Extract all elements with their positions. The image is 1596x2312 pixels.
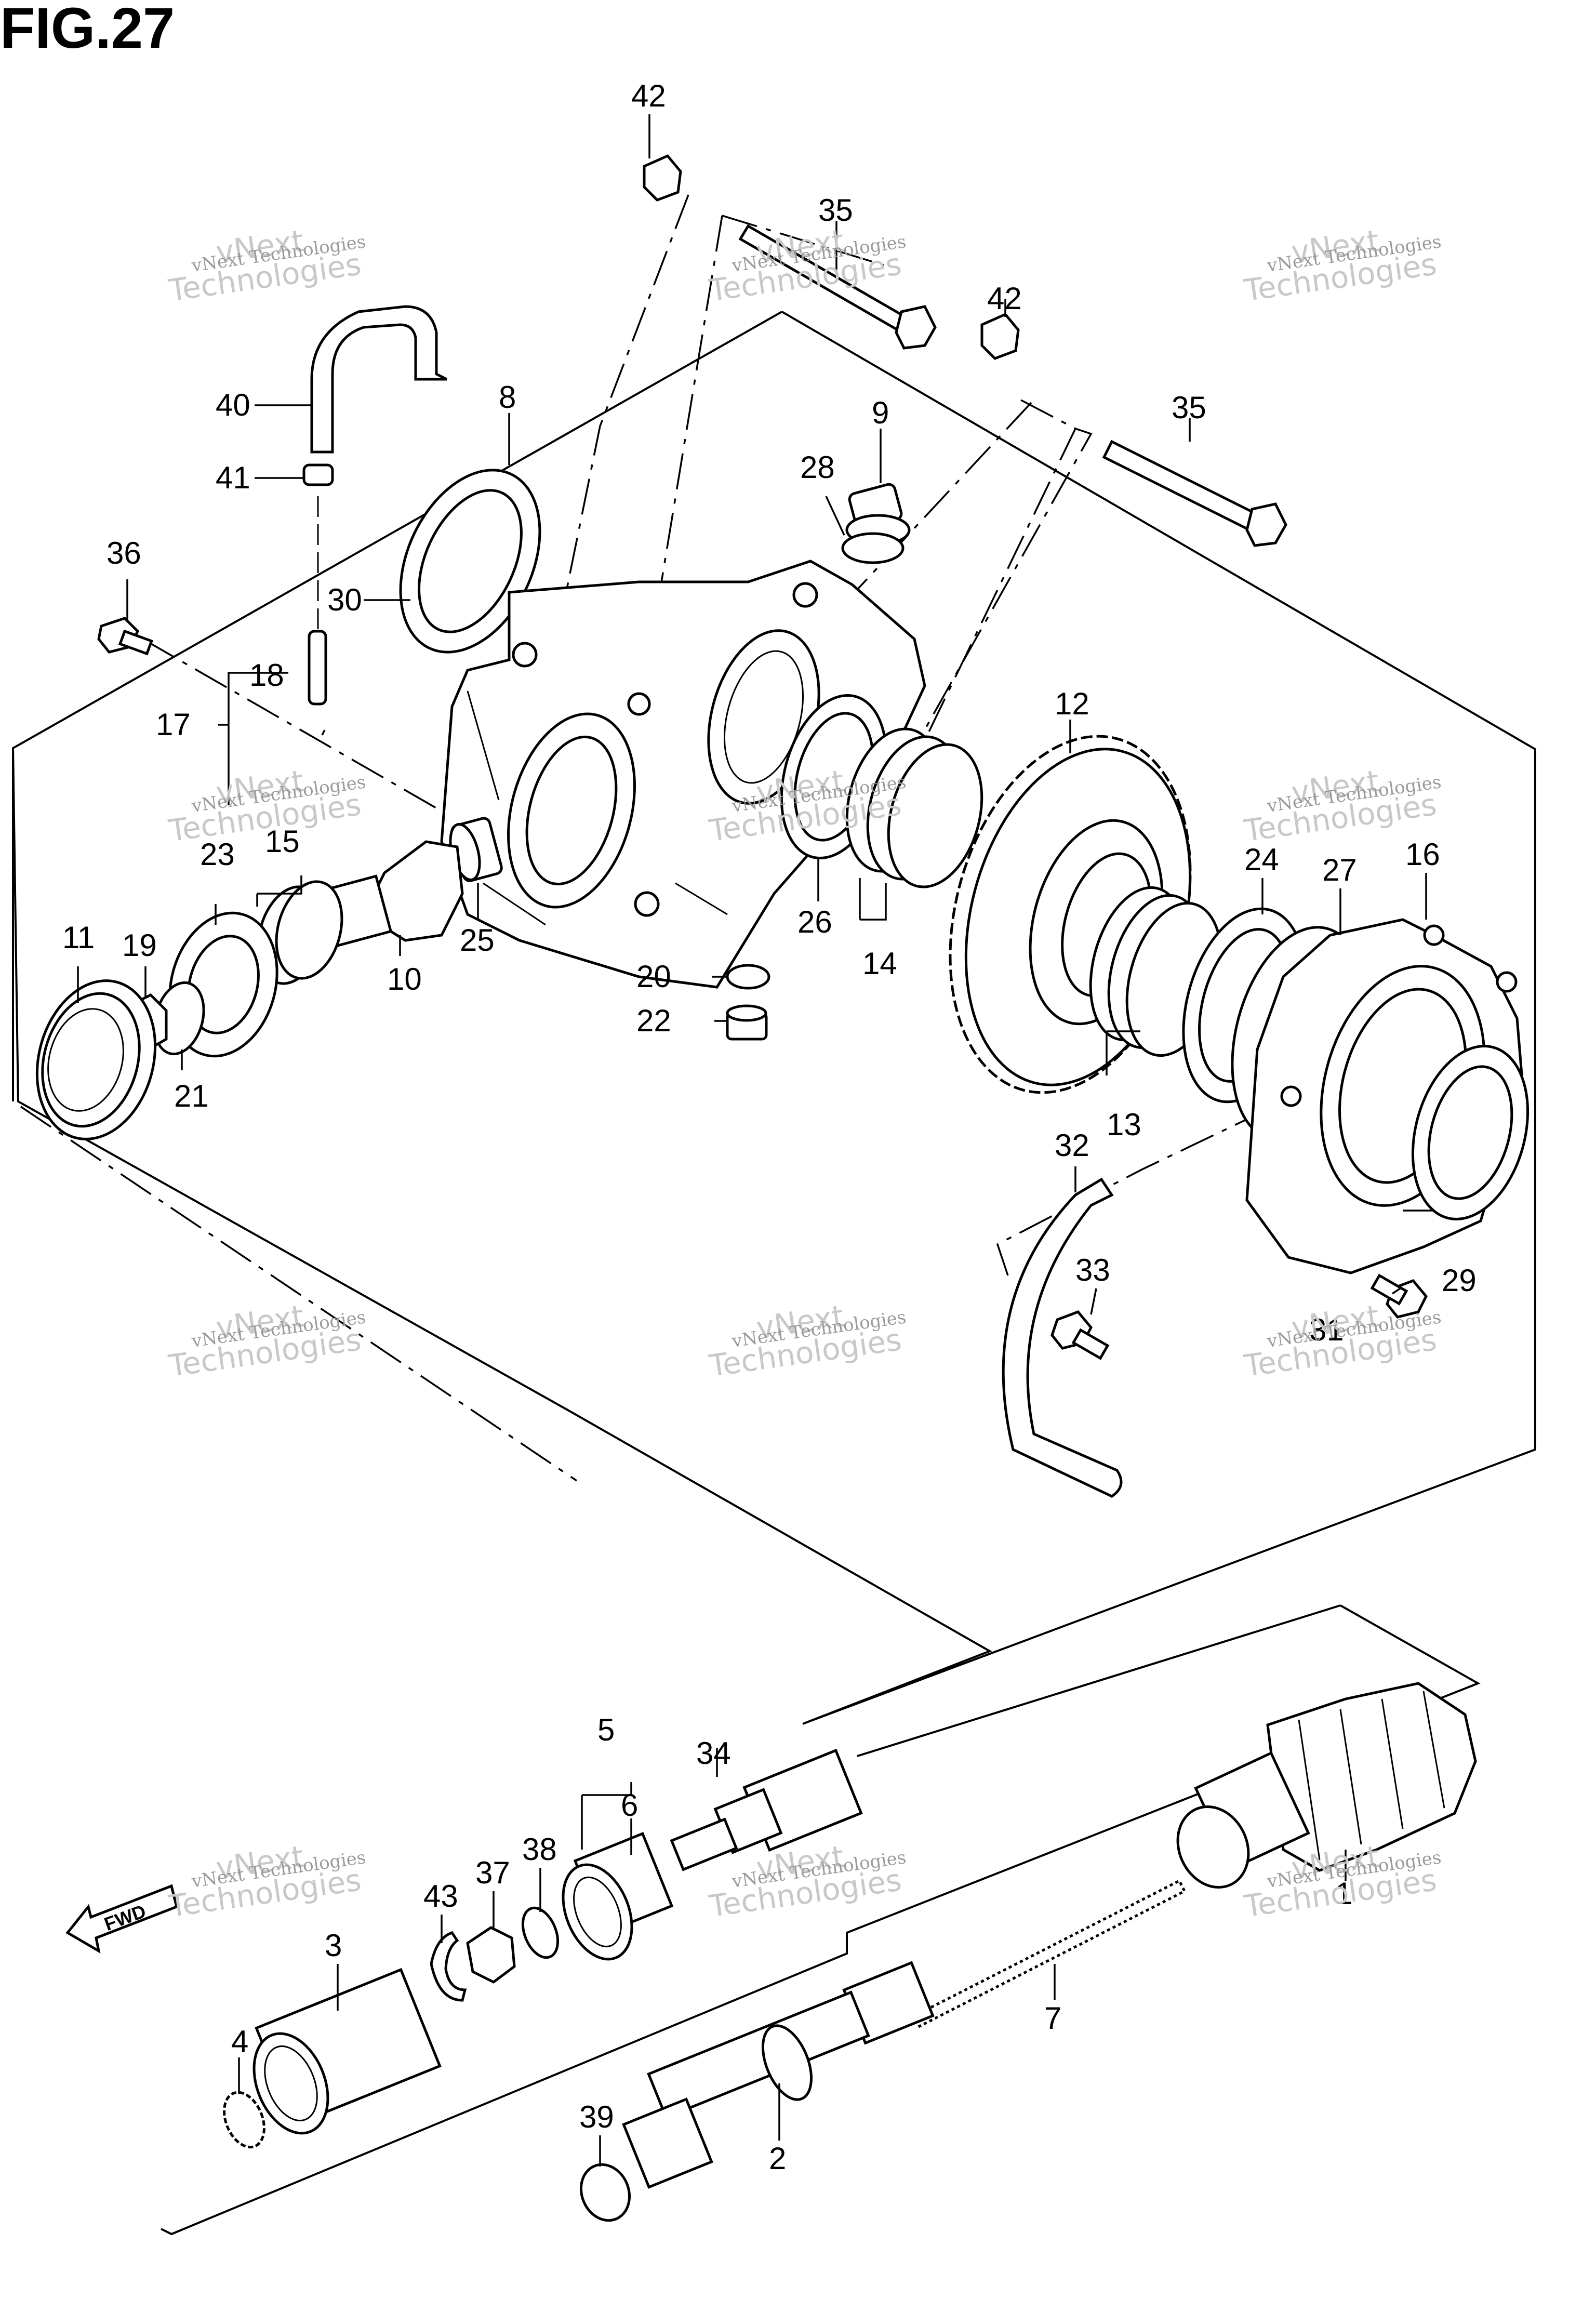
callouts: 1 2 3 4 5 6 7 8 9 10 11 12 13 14 15 16 1…	[62, 78, 1477, 2176]
coupling-6	[562, 1831, 674, 1961]
bolt-33	[1050, 1310, 1110, 1360]
callout-39: 39	[579, 2100, 614, 2134]
callout-16: 16	[1405, 837, 1440, 872]
callout-20: 20	[636, 959, 671, 994]
nut-42-top	[643, 154, 682, 202]
boot-1	[1176, 1682, 1477, 1889]
callout-4: 4	[231, 2024, 248, 2059]
callout-35-top: 35	[818, 193, 853, 228]
callout-26: 26	[797, 905, 832, 939]
shaft-34	[670, 1748, 863, 1871]
callout-12: 12	[1055, 686, 1089, 721]
nut-42-right	[980, 312, 1020, 360]
spring-7	[912, 1879, 1187, 2028]
gasket-32	[1002, 1177, 1123, 1498]
callout-13: 13	[1107, 1107, 1141, 1142]
callout-10: 10	[387, 962, 422, 996]
circlip-43	[430, 1931, 467, 2002]
callout-42-top: 42	[631, 78, 666, 113]
callout-28: 28	[800, 450, 835, 485]
shims-14	[845, 727, 983, 888]
callout-31: 31	[1309, 1312, 1344, 1347]
callout-42-right: 42	[987, 281, 1022, 316]
plug-22	[726, 1004, 768, 1041]
callout-18: 18	[249, 658, 284, 693]
gear-case-8	[440, 560, 926, 989]
callout-8: 8	[499, 380, 516, 415]
lower-assembly-frame	[161, 1604, 1481, 2236]
leader-lines	[77, 114, 1434, 2167]
pipe-18	[308, 630, 327, 706]
callout-19: 19	[122, 928, 157, 963]
callout-15: 15	[265, 824, 300, 859]
o-ring-28	[841, 532, 905, 564]
nut-37	[466, 1926, 516, 1984]
callout-3: 3	[325, 1928, 342, 1963]
callout-33: 33	[1075, 1253, 1110, 1287]
callout-25: 25	[460, 923, 495, 958]
callout-9: 9	[872, 395, 889, 430]
callout-24: 24	[1244, 842, 1279, 877]
callout-5: 5	[597, 1712, 615, 1747]
washer-38	[521, 1906, 560, 1959]
callout-40: 40	[216, 388, 250, 422]
callout-11: 11	[62, 920, 95, 955]
callout-22: 22	[636, 1003, 671, 1038]
callout-14: 14	[862, 946, 897, 981]
hose-40	[310, 305, 448, 454]
bolt-35-right	[1102, 440, 1287, 547]
callout-7: 7	[1044, 2001, 1061, 2036]
callout-30: 30	[327, 582, 362, 617]
callout-34: 34	[696, 1736, 731, 1771]
callout-21: 21	[174, 1079, 209, 1113]
callout-23: 23	[200, 837, 235, 872]
callout-1: 1	[1335, 1876, 1352, 1911]
callout-41: 41	[216, 460, 250, 495]
callout-32: 32	[1055, 1128, 1089, 1163]
figure-title: FIG.27	[0, 0, 175, 60]
shaft-2	[622, 1961, 935, 2189]
callout-38: 38	[522, 1832, 557, 1867]
ring-4	[223, 2091, 265, 2149]
callout-2: 2	[769, 2141, 786, 2176]
washer-20	[726, 964, 770, 990]
callout-36: 36	[107, 536, 141, 570]
callout-35-right: 35	[1172, 390, 1206, 425]
bolt-36	[97, 617, 153, 656]
callout-29: 29	[1442, 1263, 1477, 1298]
clamp-41	[302, 463, 334, 486]
oil-seal-30	[399, 469, 541, 654]
callout-17: 17	[156, 707, 191, 742]
fwd-arrow-icon: FWD	[65, 1884, 178, 1954]
callout-6: 6	[621, 1788, 638, 1823]
cap-11	[35, 979, 157, 1140]
o-ring-39	[579, 2163, 631, 2222]
callout-27: 27	[1322, 853, 1357, 887]
callout-43: 43	[423, 1879, 458, 1914]
oil-seal-29	[1411, 1045, 1530, 1220]
bolt-35-top	[738, 224, 937, 350]
callout-37: 37	[475, 1855, 510, 1890]
upper-assembly-frame	[11, 311, 1536, 1725]
sleeve-3	[252, 1968, 442, 2135]
